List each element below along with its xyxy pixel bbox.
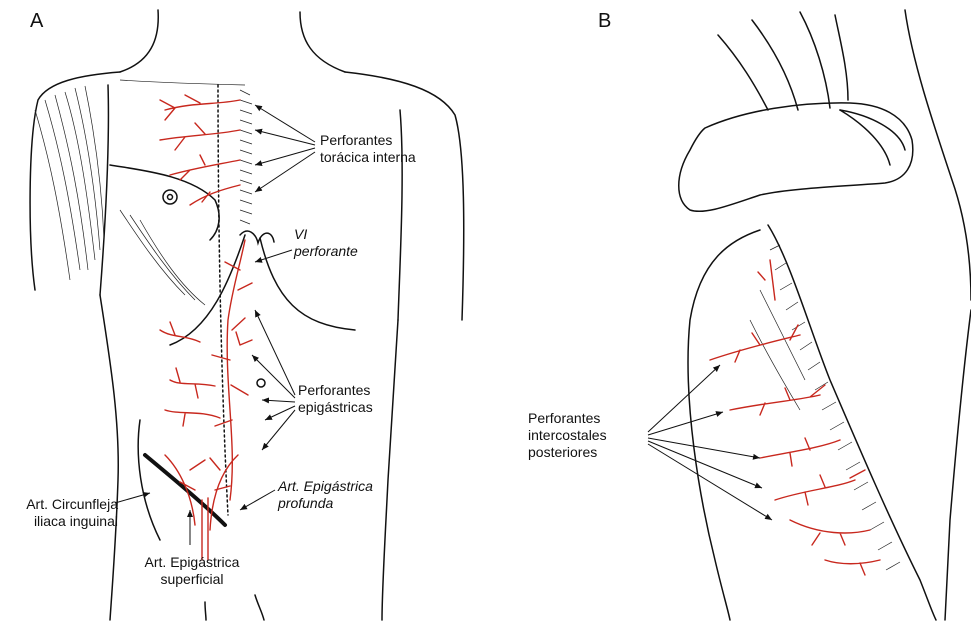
panel-b-torso-outline [679, 10, 971, 620]
vi-perforator-label: VI perforante [294, 226, 358, 260]
label-line: Perforantes [320, 132, 416, 149]
epigastric-perforators-label: Perforantes epigástricas [298, 382, 373, 416]
thoracic-perforators-label: Perforantes torácica interna [320, 132, 416, 166]
label-line: profunda [278, 495, 373, 512]
label-line: VI [294, 226, 358, 243]
superficial-epigastric-label: Art. Epigástrica superficial [132, 554, 252, 588]
label-line: intercostales [528, 427, 607, 444]
circumflex-iliac-label: Art. Circunfleja iliaca inguinal [6, 496, 118, 530]
panel-a-letter: A [30, 10, 43, 33]
label-line: torácica interna [320, 149, 416, 166]
label-line: posteriores [528, 444, 607, 461]
panel-a-perforator-vessels [160, 95, 252, 560]
intercostal-perforators-label: Perforantes intercostales posteriores [528, 410, 607, 461]
label-line: epigástricas [298, 399, 373, 416]
label-line: Perforantes [298, 382, 373, 399]
panel-b-perforator-vessels [710, 260, 880, 575]
leader-arrows [115, 105, 772, 545]
panel-b-muscle-hatching [750, 245, 900, 570]
label-line: Art. Epigástrica [278, 478, 373, 495]
label-line: Perforantes [528, 410, 607, 427]
label-line: perforante [294, 243, 358, 260]
deep-epigastric-label: Art. Epigástrica profunda [278, 478, 373, 512]
label-line: Art. Circunfleja [6, 496, 118, 513]
panel-b-letter: B [598, 10, 611, 33]
label-line: iliaca inguinal [6, 513, 118, 530]
label-line: Art. Epigástrica [132, 554, 252, 571]
label-line: superficial [132, 571, 252, 588]
